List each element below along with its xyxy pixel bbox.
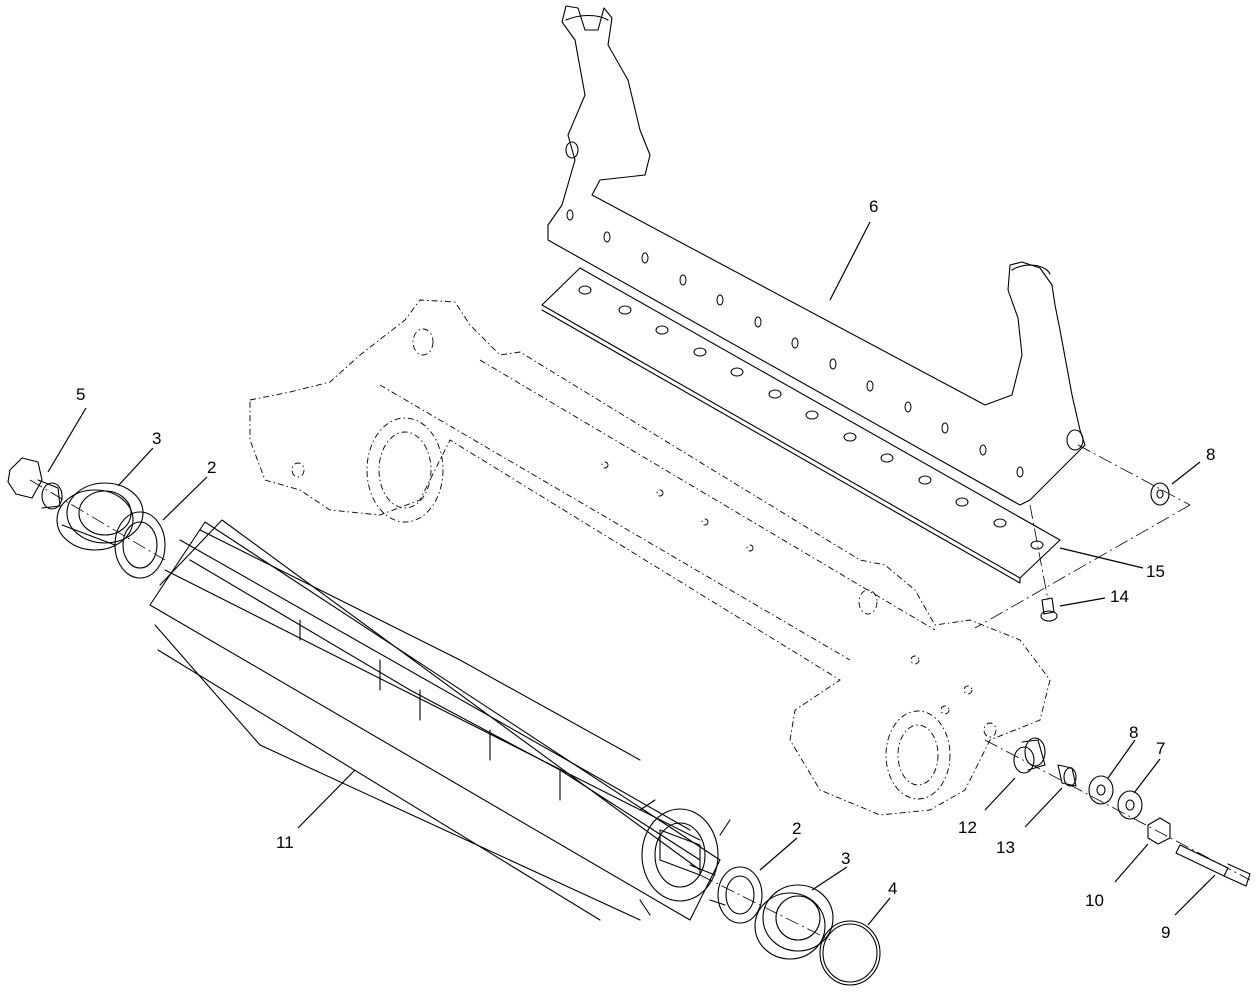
callout-14: 14 xyxy=(1110,587,1129,606)
callout-6: 6 xyxy=(869,197,878,216)
spacer-part-13 xyxy=(1057,764,1077,787)
callout-8-upper: 8 xyxy=(1206,445,1215,464)
callout-11: 11 xyxy=(276,833,294,852)
bearing-part-3-upper xyxy=(56,482,144,551)
seal-part-2-lower xyxy=(717,866,763,924)
callout-7: 7 xyxy=(1156,739,1165,758)
nut-part-5 xyxy=(7,457,63,510)
washer-part-8-upper xyxy=(1150,482,1170,506)
washer-part-8-lower xyxy=(1088,775,1114,805)
assembly-centerlines xyxy=(29,444,1251,941)
washer-part-7 xyxy=(1117,790,1143,820)
oring-part-4 xyxy=(819,920,881,986)
callout-2-lower: 2 xyxy=(792,819,801,838)
bearing-part-3-lower xyxy=(754,884,834,960)
callout-10: 10 xyxy=(1085,891,1104,910)
callouts: 5 3 2 6 8 15 14 11 2 3 4 12 13 8 7 10 9 xyxy=(76,197,1215,942)
callout-2-upper: 2 xyxy=(207,458,216,477)
callout-4: 4 xyxy=(888,879,897,898)
reel-part-11 xyxy=(149,519,731,921)
leader-lines xyxy=(47,221,1216,926)
callout-12: 12 xyxy=(958,818,977,837)
reel-frame-phantom xyxy=(249,299,1051,816)
bracket-part-6 xyxy=(547,5,1086,506)
seal-part-2-upper xyxy=(114,511,166,579)
screw-part-14 xyxy=(1040,597,1058,622)
bedbar-part-15 xyxy=(541,267,1061,584)
callout-3-upper: 3 xyxy=(152,429,161,448)
callout-3-lower: 3 xyxy=(841,849,850,868)
nut-part-10 xyxy=(1147,817,1171,845)
callout-15: 15 xyxy=(1146,562,1165,581)
shaft-part-9 xyxy=(1175,844,1251,887)
callout-13: 13 xyxy=(996,838,1015,857)
callout-8-lower: 8 xyxy=(1129,723,1138,742)
bushing-part-12 xyxy=(1013,737,1046,774)
callout-9: 9 xyxy=(1161,923,1170,942)
callout-5: 5 xyxy=(76,385,85,404)
